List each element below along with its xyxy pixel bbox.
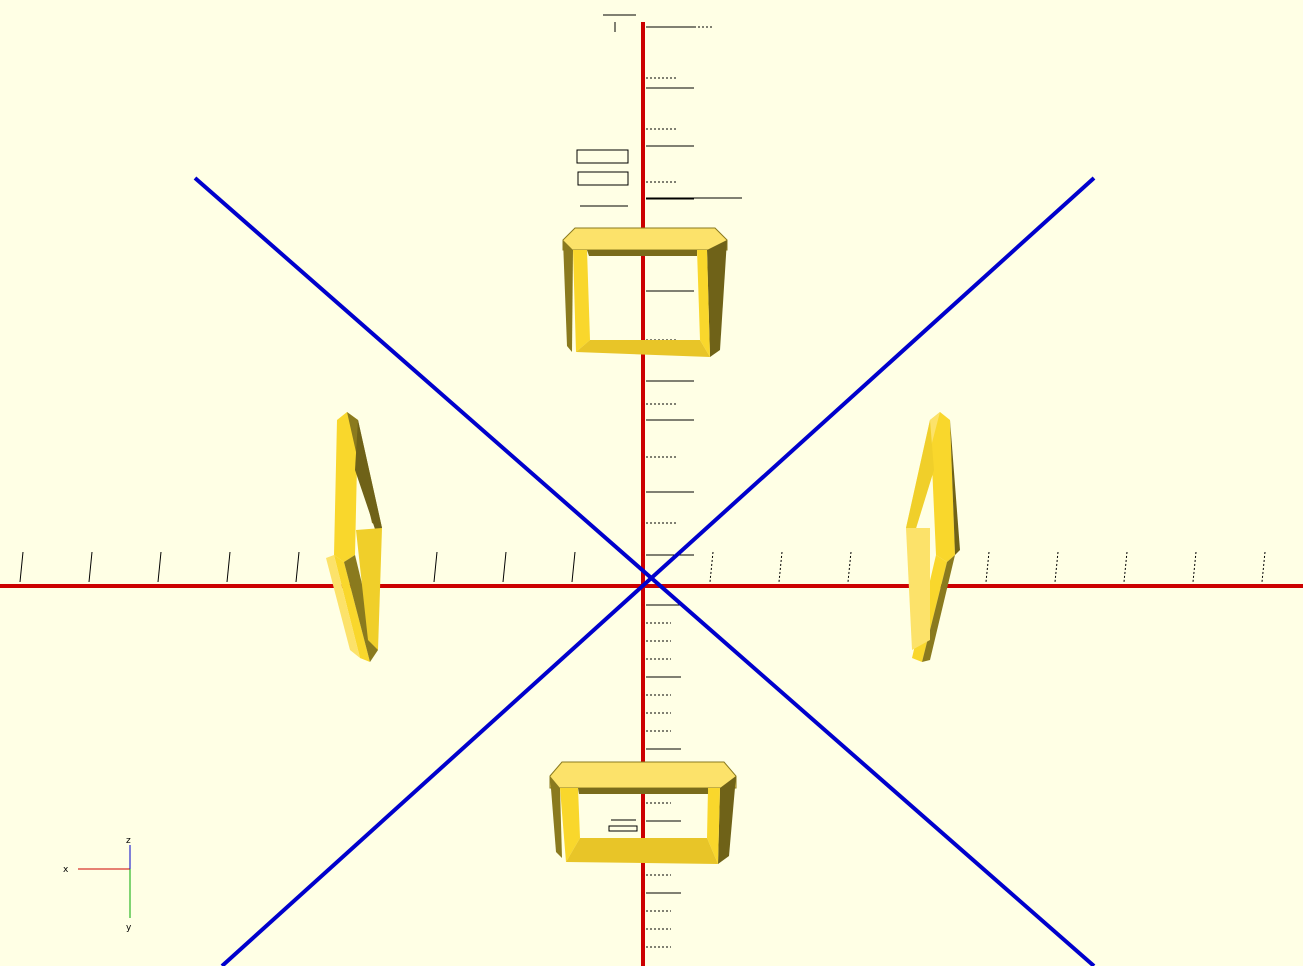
bottom-frame[interactable] [549,761,737,864]
axis-tick [1261,551,1266,583]
indicator-x-label: x [63,865,69,875]
y-axis-line-diagonal-a [193,176,1096,966]
ruler-label-boxes [576,14,638,832]
axis-tick [295,551,300,583]
axis-tick [19,551,24,583]
axis-tick [985,551,990,583]
axis-tick [847,551,852,583]
y-axis-line-diagonal-b [220,176,1096,966]
left-frame[interactable] [326,412,382,662]
axis-tick [1123,551,1128,583]
top-frame[interactable] [562,227,728,357]
axis-tick [571,551,576,583]
axes-orientation-indicator: x y z [63,836,132,933]
axis-tick [502,551,507,583]
indicator-y-label: y [126,923,132,933]
axis-tick [778,551,783,583]
axis-tick [226,551,231,583]
axis-tick [157,551,162,583]
axis-tick [1192,551,1197,583]
axis-tick [709,551,714,583]
axis-tick [88,551,93,583]
axis-tick [1054,551,1059,583]
axis-tick [433,551,438,583]
indicator-z-label: z [126,836,131,846]
right-frame[interactable] [906,412,960,662]
